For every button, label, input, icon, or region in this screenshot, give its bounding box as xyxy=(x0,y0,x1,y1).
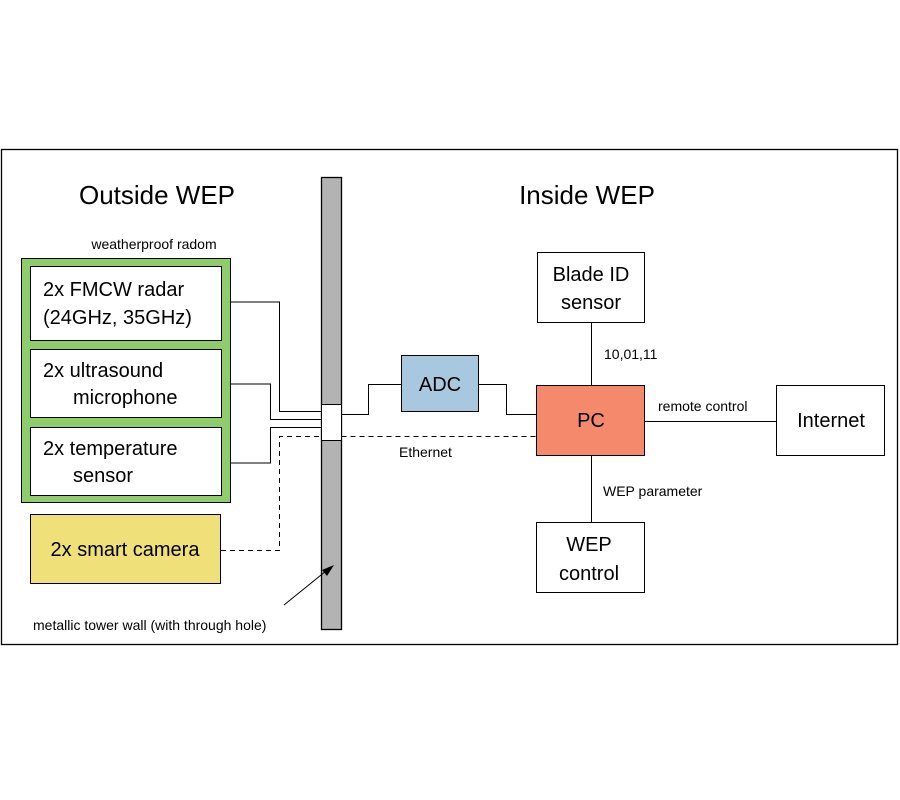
internet-label: Internet xyxy=(797,410,865,432)
temperature-label-line2: sensor xyxy=(73,465,133,487)
edge-radar-wall xyxy=(230,301,322,412)
inside-title: Inside WEP xyxy=(519,180,655,210)
pc-label: PC xyxy=(577,410,605,432)
node-internet[interactable]: Internet xyxy=(776,385,885,456)
temperature-label-line1: 2x temperature xyxy=(43,438,178,460)
tower-wall xyxy=(320,176,343,631)
edge-label-wep-parameter: WEP parameter xyxy=(603,483,703,499)
edge-wall-adc xyxy=(341,384,401,415)
edge-microphone-wall xyxy=(230,383,322,420)
outside-title: Outside WEP xyxy=(79,180,235,210)
wall-label: metallic tower wall (with through hole) xyxy=(33,617,266,633)
wall-arrow-line xyxy=(283,570,327,606)
node-blade-id-sensor[interactable]: Blade ID sensor xyxy=(537,252,645,323)
node-camera[interactable]: 2x smart camera xyxy=(30,514,221,584)
edge-adc-pc xyxy=(478,384,536,415)
radom-label: weatherproof radom xyxy=(90,236,216,252)
node-microphone[interactable]: 2x ultrasound microphone xyxy=(30,349,222,418)
blade-label-line2: sensor xyxy=(561,292,621,314)
microphone-label-line2: microphone xyxy=(73,387,178,409)
camera-label: 2x smart camera xyxy=(51,539,201,561)
microphone-label-line1: 2x ultrasound xyxy=(43,360,163,382)
wep-control-label-line2: control xyxy=(559,563,619,585)
node-radar[interactable]: 2x FMCW radar (24GHz, 35GHz) xyxy=(30,266,222,341)
radar-label-line1: 2x FMCW radar xyxy=(43,279,184,301)
node-temperature[interactable]: 2x temperature sensor xyxy=(30,427,222,496)
node-wep-control[interactable]: WEP control xyxy=(536,522,645,593)
adc-label: ADC xyxy=(419,374,461,396)
blade-label-line1: Blade ID xyxy=(553,264,630,286)
wep-control-label-line1: WEP xyxy=(566,534,612,556)
radar-label-line2: (24GHz, 35GHz) xyxy=(43,307,192,329)
edge-label-remote-control: remote control xyxy=(658,398,747,414)
wall-arrow-head-icon xyxy=(322,565,334,576)
wall-through-hole xyxy=(321,404,342,441)
edge-label-ethernet: Ethernet xyxy=(399,444,452,460)
node-pc[interactable]: PC xyxy=(536,385,645,456)
node-adc[interactable]: ADC xyxy=(401,355,479,412)
edge-camera-wall-dashed xyxy=(221,436,322,551)
edge-temperature-wall xyxy=(230,427,322,464)
edge-label-blade-pc: 10,01,11 xyxy=(604,346,658,362)
